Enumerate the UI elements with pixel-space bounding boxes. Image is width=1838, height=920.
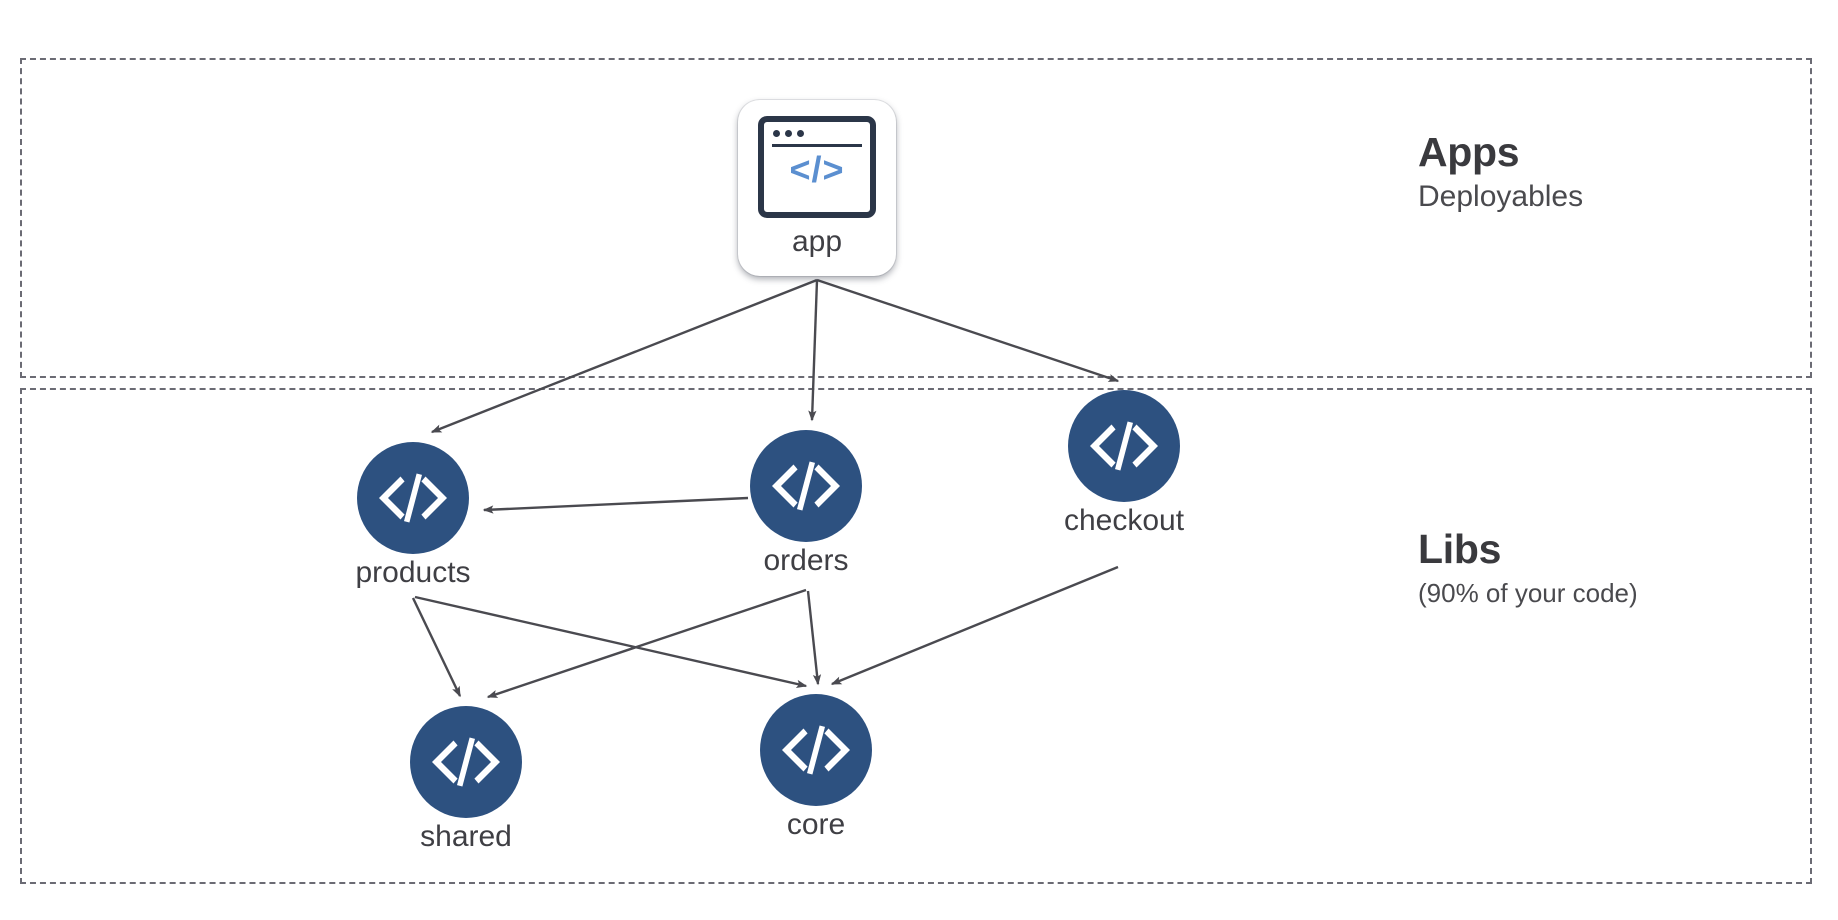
browser-code-icon: </>	[758, 116, 876, 218]
code-icon	[410, 706, 522, 818]
node-shared[interactable]: shared	[410, 706, 522, 852]
zone-legend-libs: Libs (90% of your code)	[1418, 528, 1638, 609]
zone-subtitle-apps: Deployables	[1418, 179, 1584, 213]
node-label-core: core	[786, 808, 846, 841]
node-label-shared: shared	[420, 820, 512, 853]
code-icon	[1068, 390, 1180, 502]
zone-title-libs: Libs	[1418, 526, 1502, 572]
node-checkout[interactable]: checkout	[1064, 390, 1184, 536]
zone-title-apps: Apps	[1418, 129, 1520, 175]
node-app[interactable]: </> app	[738, 100, 896, 276]
node-label-orders: orders	[763, 544, 849, 577]
node-label-app: app	[791, 225, 843, 258]
node-orders[interactable]: orders	[750, 430, 862, 576]
node-label-checkout: checkout	[1063, 504, 1185, 537]
node-products[interactable]: products	[355, 442, 471, 588]
zone-box-libs	[20, 388, 1812, 884]
zone-box-apps	[20, 58, 1812, 378]
code-icon	[760, 694, 872, 806]
node-core[interactable]: core	[760, 694, 872, 840]
node-label-products: products	[355, 556, 471, 589]
code-icon	[357, 442, 469, 554]
code-icon	[750, 430, 862, 542]
code-glyph: </>	[789, 149, 845, 190]
zone-subtitle-libs: (90% of your code)	[1418, 577, 1638, 608]
window-titlebar-rule	[772, 144, 862, 147]
zone-legend-apps: Apps Deployables	[1418, 131, 1583, 215]
window-dots-icon	[773, 130, 804, 137]
